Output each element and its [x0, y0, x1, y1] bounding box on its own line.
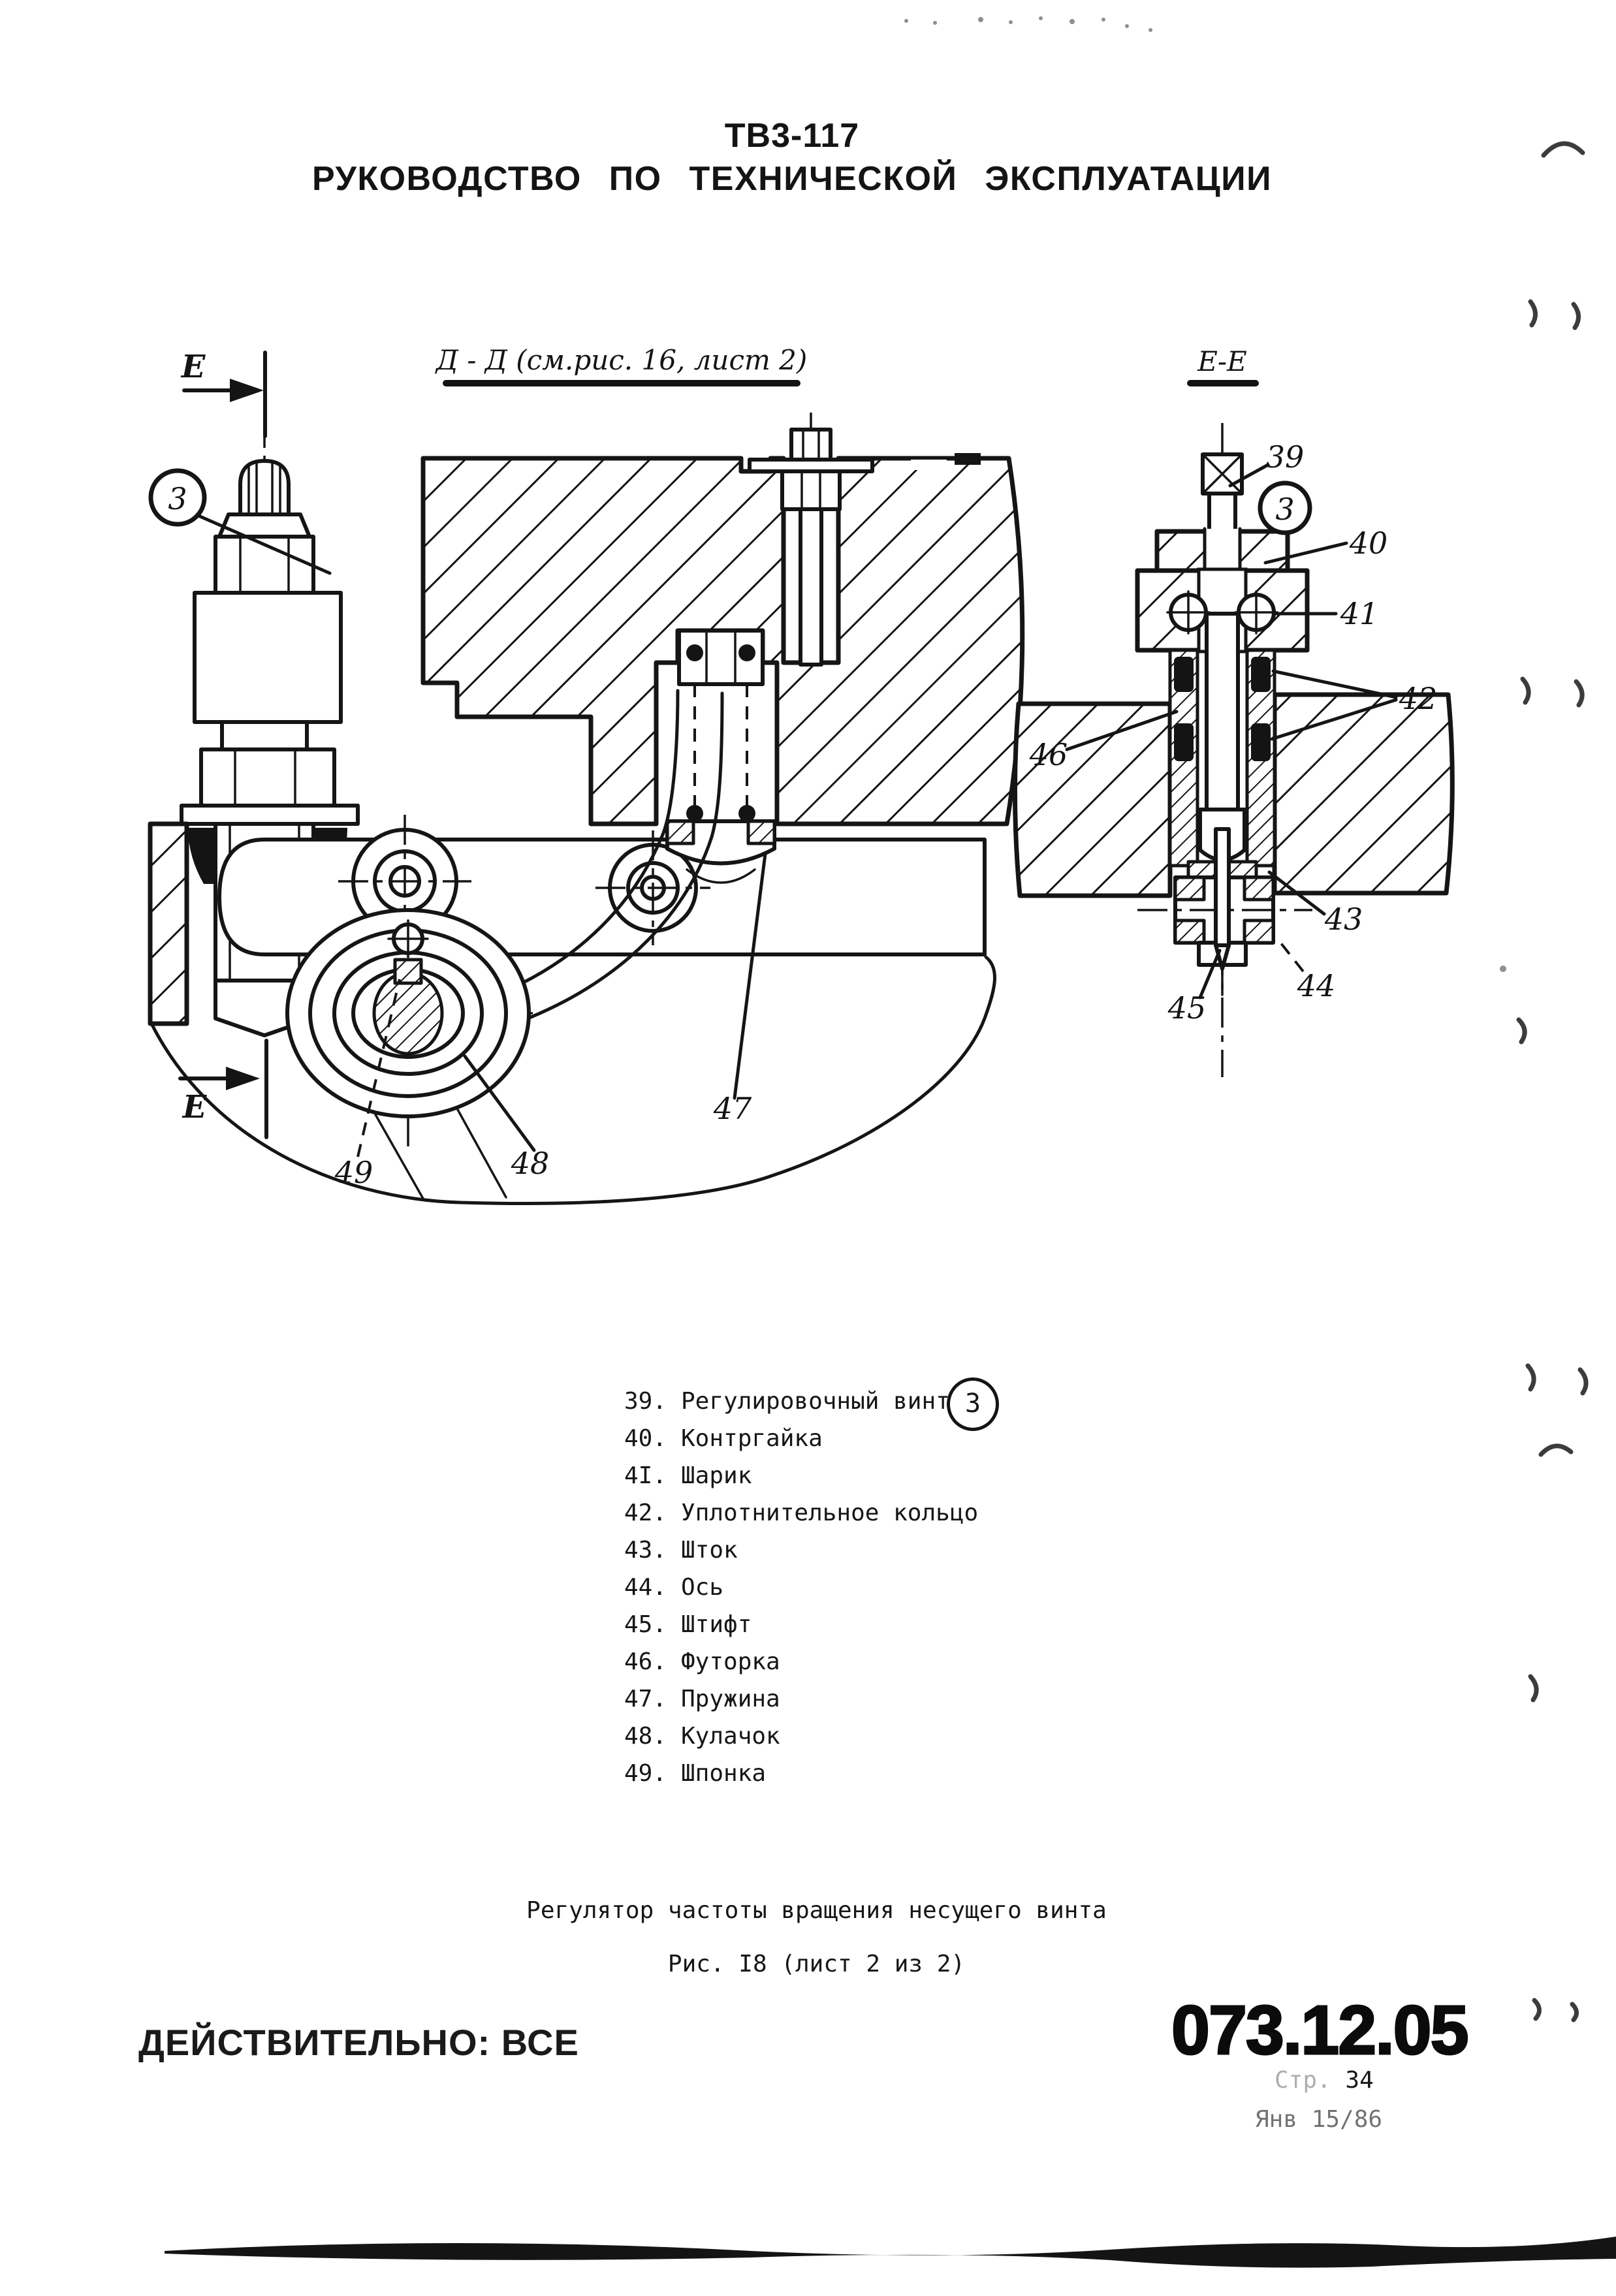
figure-caption: Регулятор частоты вращения несущего винт…: [526, 1897, 1107, 1924]
figure-number: Рис. I8 (лист 2 из 2): [667, 1951, 966, 1977]
callout-42: 42: [1399, 681, 1438, 716]
balloon-3-left: 3: [148, 468, 332, 575]
callout-47: 47: [713, 1091, 752, 1126]
parts-list-item: 44.Ось: [624, 1574, 724, 1601]
section-arrow-e-bottom: Е: [178, 1039, 268, 1139]
parts-list-item: 46.Футорка: [624, 1648, 780, 1675]
view-d-label: Д - Д (см.рис. 16, лист 2): [435, 344, 808, 386]
callout-43: 43: [1324, 902, 1363, 937]
callouts-right-view: 39 3 40 41 42 46 43 44 45: [1029, 439, 1438, 1026]
parts-list: 39.Регулировочный винт 3 40.Контргайка 4…: [624, 1377, 999, 1792]
view-e-label: Е-Е: [1187, 345, 1259, 386]
section-letter-top: Е: [180, 349, 206, 385]
doc-title: РУКОВОДСТВО ПО ТЕХНИЧЕСКОЙ ЭКСПЛУАТАЦИИ: [311, 160, 1272, 198]
page-number: 34: [1345, 2067, 1374, 2094]
callout-41: 41: [1340, 596, 1379, 631]
parts-list-item: 49.Шпонка: [624, 1760, 767, 1787]
parts-list-item: 48.Кулачок: [624, 1723, 780, 1750]
effectivity-note: ДЕЙСТВИТЕЛЬНО: ВСЕ: [138, 2022, 579, 2063]
callout-46: 46: [1029, 737, 1068, 772]
parts-list-item: 40.Контргайка: [624, 1425, 823, 1452]
callouts-left-view: 47 48 49: [334, 852, 767, 1190]
callout-40: 40: [1349, 526, 1388, 561]
revision-date: Янв 15/86: [1255, 2106, 1383, 2133]
view-d-d: [148, 413, 1025, 1205]
page-number-line: Стр. 34: [1275, 2067, 1374, 2094]
parts-list-item: 45.Штифт: [624, 1611, 752, 1638]
parts-list-item: 43.Шток: [624, 1537, 738, 1564]
section-letter-bottom: Е: [182, 1089, 208, 1125]
svg-text:3: 3: [168, 481, 187, 516]
callout-45: 45: [1167, 990, 1207, 1026]
svg-text:Д - Д (см.рис. 16, лист 2): Д - Д (см.рис. 16, лист 2): [435, 344, 808, 376]
doc-code: ТВ3-117: [724, 117, 860, 155]
parts-list-item: 47.Пружина: [624, 1686, 780, 1712]
callout-48: 48: [511, 1146, 550, 1181]
scan-artifacts: [165, 16, 1616, 2268]
svg-text:Е-Е: Е-Е: [1197, 345, 1247, 377]
callout-39: 39: [1266, 439, 1305, 475]
view-e-e: [1012, 423, 1455, 1077]
parts-list-item: 4I.Шарик: [624, 1462, 752, 1489]
page-label: Стр.: [1275, 2067, 1331, 2094]
parts-list-item: 39.Регулировочный винт 3: [624, 1377, 999, 1431]
callout-44: 44: [1297, 968, 1336, 1003]
parts-list-item: 42.Уплотнительное кольцо: [624, 1500, 979, 1526]
parts-list-balloon: 3: [947, 1377, 999, 1431]
section-arrow-e-top: Е: [180, 349, 267, 438]
ata-section-number: 073.12.05: [1171, 1991, 1470, 2070]
balloon-3-right: 3: [1275, 492, 1294, 527]
callout-49: 49: [334, 1155, 373, 1190]
